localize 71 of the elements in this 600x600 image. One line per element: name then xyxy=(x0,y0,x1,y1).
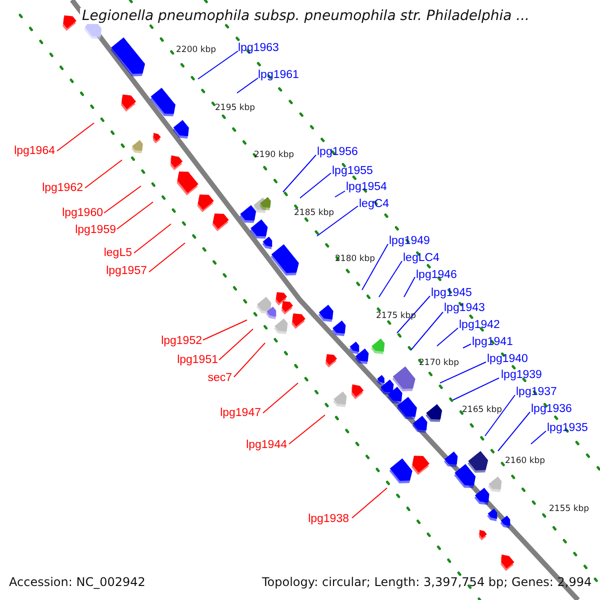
gene-label: lpg1936 xyxy=(531,403,572,416)
gene-label: lpg1935 xyxy=(547,422,588,435)
leader-line xyxy=(352,488,388,518)
gene-label: legC4 xyxy=(359,198,390,211)
leader-line xyxy=(404,276,416,298)
gene-label: lpg1940 xyxy=(487,353,528,366)
gene-label: lpg1944 xyxy=(246,439,287,452)
gene-label: sec7 xyxy=(208,372,232,385)
leader-line xyxy=(84,160,122,188)
gene-label: lpg1956 xyxy=(317,146,358,159)
leader-line xyxy=(198,50,238,80)
footer-text: Accession: NC_002942 xyxy=(9,575,146,589)
gene-label: lpg1947 xyxy=(220,407,261,420)
leader-line xyxy=(300,172,332,198)
leader-line xyxy=(236,78,258,94)
gene-label: lpg1964 xyxy=(14,145,55,158)
leader-line xyxy=(498,412,530,452)
leader-line xyxy=(282,154,316,192)
scale-label: 2200 kbp xyxy=(176,45,216,55)
leader-line xyxy=(218,328,254,360)
leader-line xyxy=(56,122,94,152)
leader-line xyxy=(436,328,458,346)
gene-label: lpg1959 xyxy=(75,224,116,237)
gene-label: lpg1951 xyxy=(177,354,218,367)
leader-line xyxy=(262,382,298,414)
gene-label: lpg1957 xyxy=(106,265,147,278)
leader-line xyxy=(396,296,430,334)
scale-label: 2185 kbp xyxy=(294,208,334,218)
leader-line xyxy=(116,202,154,230)
scale-label: 2155 kbp xyxy=(549,504,590,514)
leader-line xyxy=(452,378,500,400)
scale-label: 2195 kbp xyxy=(215,103,256,113)
gene-label: lpg1937 xyxy=(516,386,557,399)
gene-label: lpg1952 xyxy=(161,335,202,348)
scale-label: 2170 kbp xyxy=(419,358,460,368)
leader-line xyxy=(530,430,546,444)
leader-line xyxy=(134,224,172,254)
gene-label: lpg1941 xyxy=(472,336,513,349)
gene-label: lpg1938 xyxy=(308,513,349,526)
leader-line xyxy=(484,394,516,436)
gene-label: lpg1949 xyxy=(389,235,430,248)
footer-text: Topology: circular; Length: 3,397,754 bp; Genes: 2,994 xyxy=(262,575,592,589)
leader-line xyxy=(362,244,388,290)
gene-label: lpg1962 xyxy=(42,182,83,195)
leader-line xyxy=(462,344,472,348)
gene-label: legL5 xyxy=(104,247,132,260)
scale-label: 2180 kbp xyxy=(335,254,376,264)
scale-label: 2190 kbp xyxy=(254,150,294,160)
gene-label: lpg1955 xyxy=(332,165,373,178)
scale-label: 2160 kbp xyxy=(505,456,546,466)
gene-label: lpg1942 xyxy=(459,319,500,332)
gene-label: lpg1939 xyxy=(501,369,542,382)
leader-line xyxy=(334,190,346,198)
gene-label: lpg1961 xyxy=(258,69,299,82)
gene-label: lpg1945 xyxy=(431,287,472,300)
gene-label: lpg1960 xyxy=(62,207,103,220)
gene-label: lpg1943 xyxy=(444,302,485,315)
gene-label: lpg1954 xyxy=(346,181,387,194)
scale-label: 2165 kbp xyxy=(462,405,502,415)
leader-line xyxy=(148,242,186,272)
leader-line xyxy=(288,414,326,444)
gene-label: legLC4 xyxy=(403,252,440,265)
leader-line xyxy=(410,312,444,350)
leader-line xyxy=(440,362,486,384)
leader-line xyxy=(202,320,248,340)
leader-line xyxy=(378,260,402,298)
leader-line xyxy=(316,206,358,236)
leader-line xyxy=(104,186,142,214)
gene-label: lpg1946 xyxy=(416,269,457,282)
gene-label: lpg1963 xyxy=(238,42,279,55)
leader-line xyxy=(234,342,266,378)
